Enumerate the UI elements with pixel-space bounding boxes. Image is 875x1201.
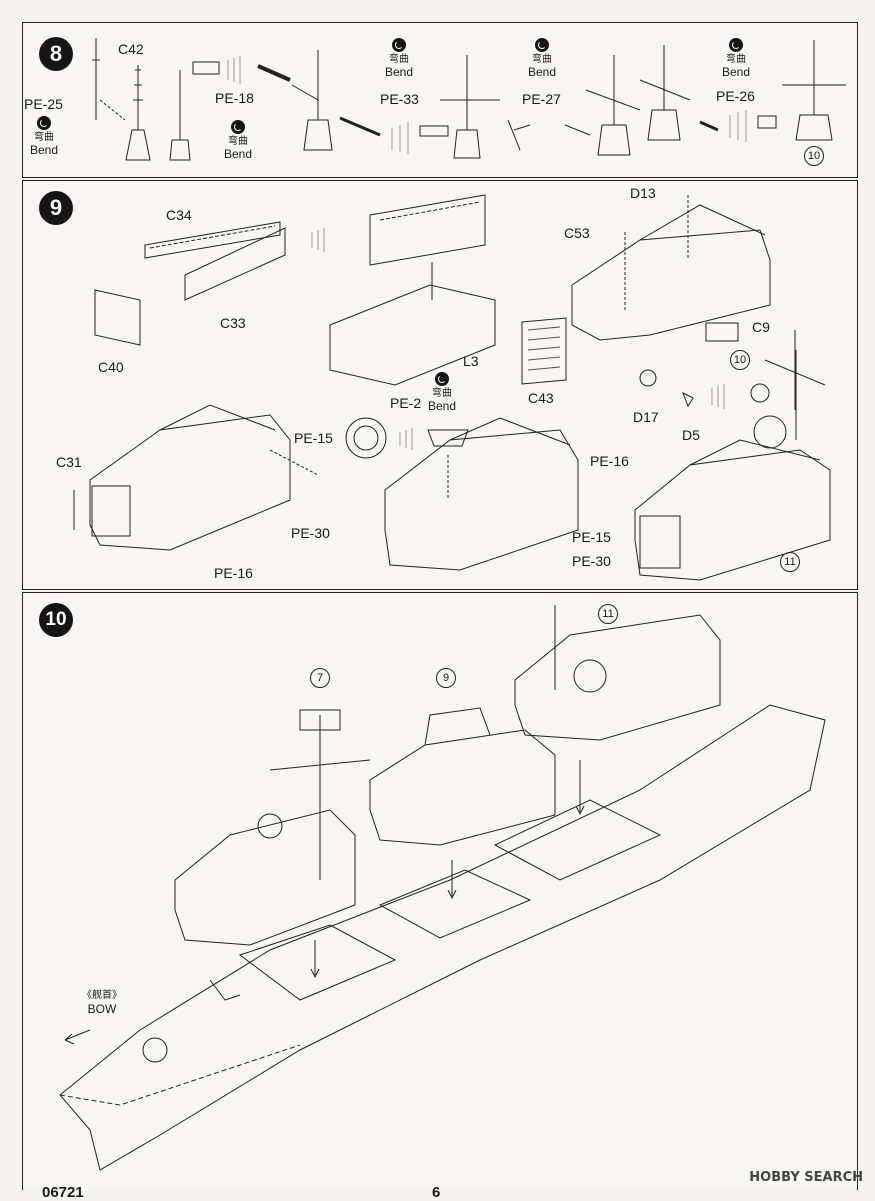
part-label-c53: C53: [564, 225, 590, 241]
bend-note: 弯曲 Bend: [30, 116, 58, 157]
part-label-pe15: PE-15: [572, 529, 611, 545]
bend-note: 弯曲 Bend: [722, 38, 750, 79]
step-ref-7: 7: [310, 668, 330, 688]
part-label-c43: C43: [528, 390, 554, 406]
part-label-pe30: PE-30: [291, 525, 330, 541]
bend-en: Bend: [30, 142, 59, 157]
bend-zh: 弯曲: [228, 136, 249, 147]
part-label-l3: L3: [463, 353, 479, 369]
step-8-drawing: [92, 38, 846, 161]
bend-zh: 弯曲: [532, 54, 553, 65]
step-ref-10: 10: [804, 146, 824, 166]
part-label-pe16: PE-16: [214, 565, 253, 581]
step-9-drawing: [73, 194, 831, 581]
step-ref-11: 11: [598, 604, 618, 624]
bend-zh: 弯曲: [432, 388, 453, 399]
bend-icon: [535, 38, 550, 52]
part-label-pe27: PE-27: [522, 91, 561, 107]
watermark: HOBBY SEARCH: [749, 1170, 863, 1185]
bow-en: BOW: [87, 1002, 117, 1016]
part-label-pe26: PE-26: [716, 88, 755, 104]
step-10-panel: 10: [22, 592, 858, 1190]
bend-zh: 弯曲: [34, 132, 55, 143]
step-ref-10: 10: [730, 350, 750, 370]
part-label-c9: C9: [752, 319, 770, 335]
part-label-c42: C42: [118, 41, 144, 57]
bend-en: Bend: [428, 398, 457, 413]
step-ref-9: 9: [436, 668, 456, 688]
bend-zh: 弯曲: [389, 54, 410, 65]
bend-en: Bend: [385, 64, 414, 79]
part-label-pe33: PE-33: [380, 91, 419, 107]
bend-note: 弯曲 Bend: [385, 38, 413, 79]
page-number: 6: [432, 1184, 441, 1201]
bend-icon: [435, 372, 450, 386]
part-label-c31: C31: [56, 454, 82, 470]
part-label-d13: D13: [630, 185, 656, 201]
part-label-pe25: PE-25: [24, 96, 63, 112]
part-label-d5: D5: [682, 427, 700, 443]
part-label-pe2: PE-2: [390, 395, 422, 411]
bend-zh: 弯曲: [726, 54, 747, 65]
part-label-pe15: PE-15: [294, 430, 333, 446]
bend-note: 弯曲 Bend: [224, 120, 252, 161]
bend-en: Bend: [722, 64, 751, 79]
part-label-pe16: PE-16: [590, 453, 629, 469]
part-label-pe30: PE-30: [572, 553, 611, 569]
bend-note: 弯曲 Bend: [528, 38, 556, 79]
bend-note: 弯曲 Bend: [428, 372, 456, 413]
bend-icon: [231, 120, 246, 134]
product-code: 06721: [42, 1184, 84, 1201]
step-number-badge: 8: [39, 37, 73, 71]
bow-zh: 《舰首》: [82, 990, 122, 1001]
part-label-pe18: PE-18: [215, 90, 254, 106]
bow-label: 《舰首》 BOW: [82, 990, 122, 1016]
step-number-badge: 9: [39, 191, 73, 225]
part-label-c33: C33: [220, 315, 246, 331]
bend-en: Bend: [224, 146, 253, 161]
part-label-c34: C34: [166, 207, 192, 223]
part-label-c40: C40: [98, 359, 124, 375]
bend-en: Bend: [528, 64, 557, 79]
bend-icon: [37, 116, 52, 130]
bend-icon: [392, 38, 407, 52]
bend-icon: [729, 38, 744, 52]
part-label-d17: D17: [633, 409, 659, 425]
step-number-badge: 10: [39, 603, 73, 637]
